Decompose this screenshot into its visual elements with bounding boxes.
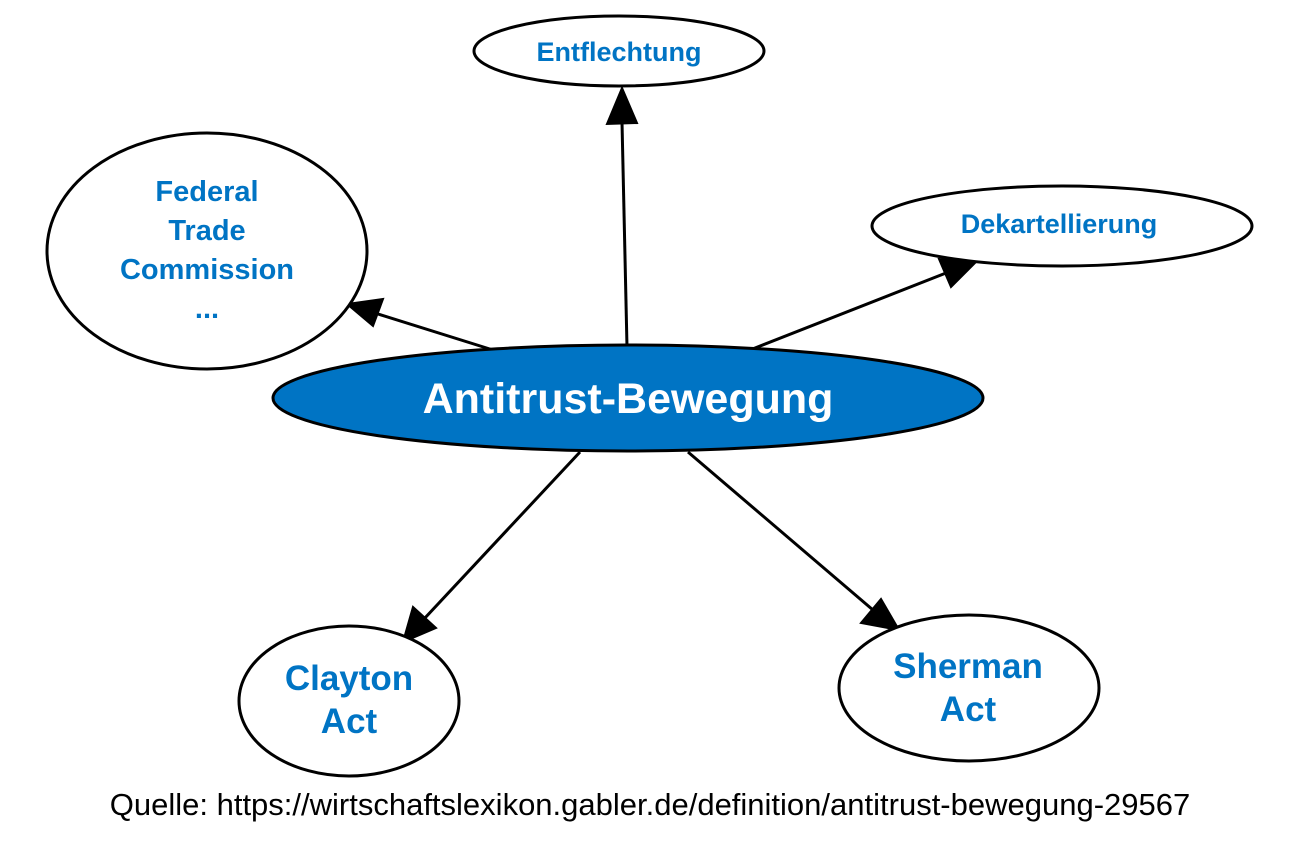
node-entflechtung: Entflechtung: [472, 14, 766, 88]
edge-to-entflechtung: [605, 85, 639, 348]
edge-to-sherman: [687, 450, 901, 632]
edges: [344, 85, 979, 644]
node-sherman: Sherman Act: [837, 613, 1101, 763]
node-dekartellierung: Dekartellierung: [870, 184, 1254, 268]
node-center: Antitrust-Bewegung: [271, 343, 985, 453]
node-sherman-line-1: Sherman: [893, 647, 1043, 686]
node-clayton-line-1: Clayton: [285, 659, 413, 698]
edge-to-ftc: [344, 297, 494, 352]
node-clayton: Clayton Act: [237, 624, 461, 778]
node-sherman-line-2: Act: [940, 690, 997, 729]
edge-to-dekartellierung: [749, 257, 979, 352]
node-ftc: Federal Trade Commission ...: [45, 131, 369, 371]
source-caption: Quelle: https://wirtschaftslexikon.gable…: [109, 787, 1191, 822]
node-ftc-line-3: Commission: [120, 254, 294, 286]
node-ftc-line-1: Federal: [155, 176, 258, 208]
node-clayton-line-2: Act: [321, 702, 378, 741]
node-entflechtung-label: Entflechtung: [537, 37, 702, 67]
node-ftc-line-2: Trade: [168, 215, 245, 247]
node-ftc-line-4: ...: [195, 293, 219, 325]
edge-to-clayton: [401, 450, 582, 644]
node-dekartellierung-label: Dekartellierung: [961, 209, 1158, 239]
node-center-label: Antitrust-Bewegung: [423, 375, 834, 423]
